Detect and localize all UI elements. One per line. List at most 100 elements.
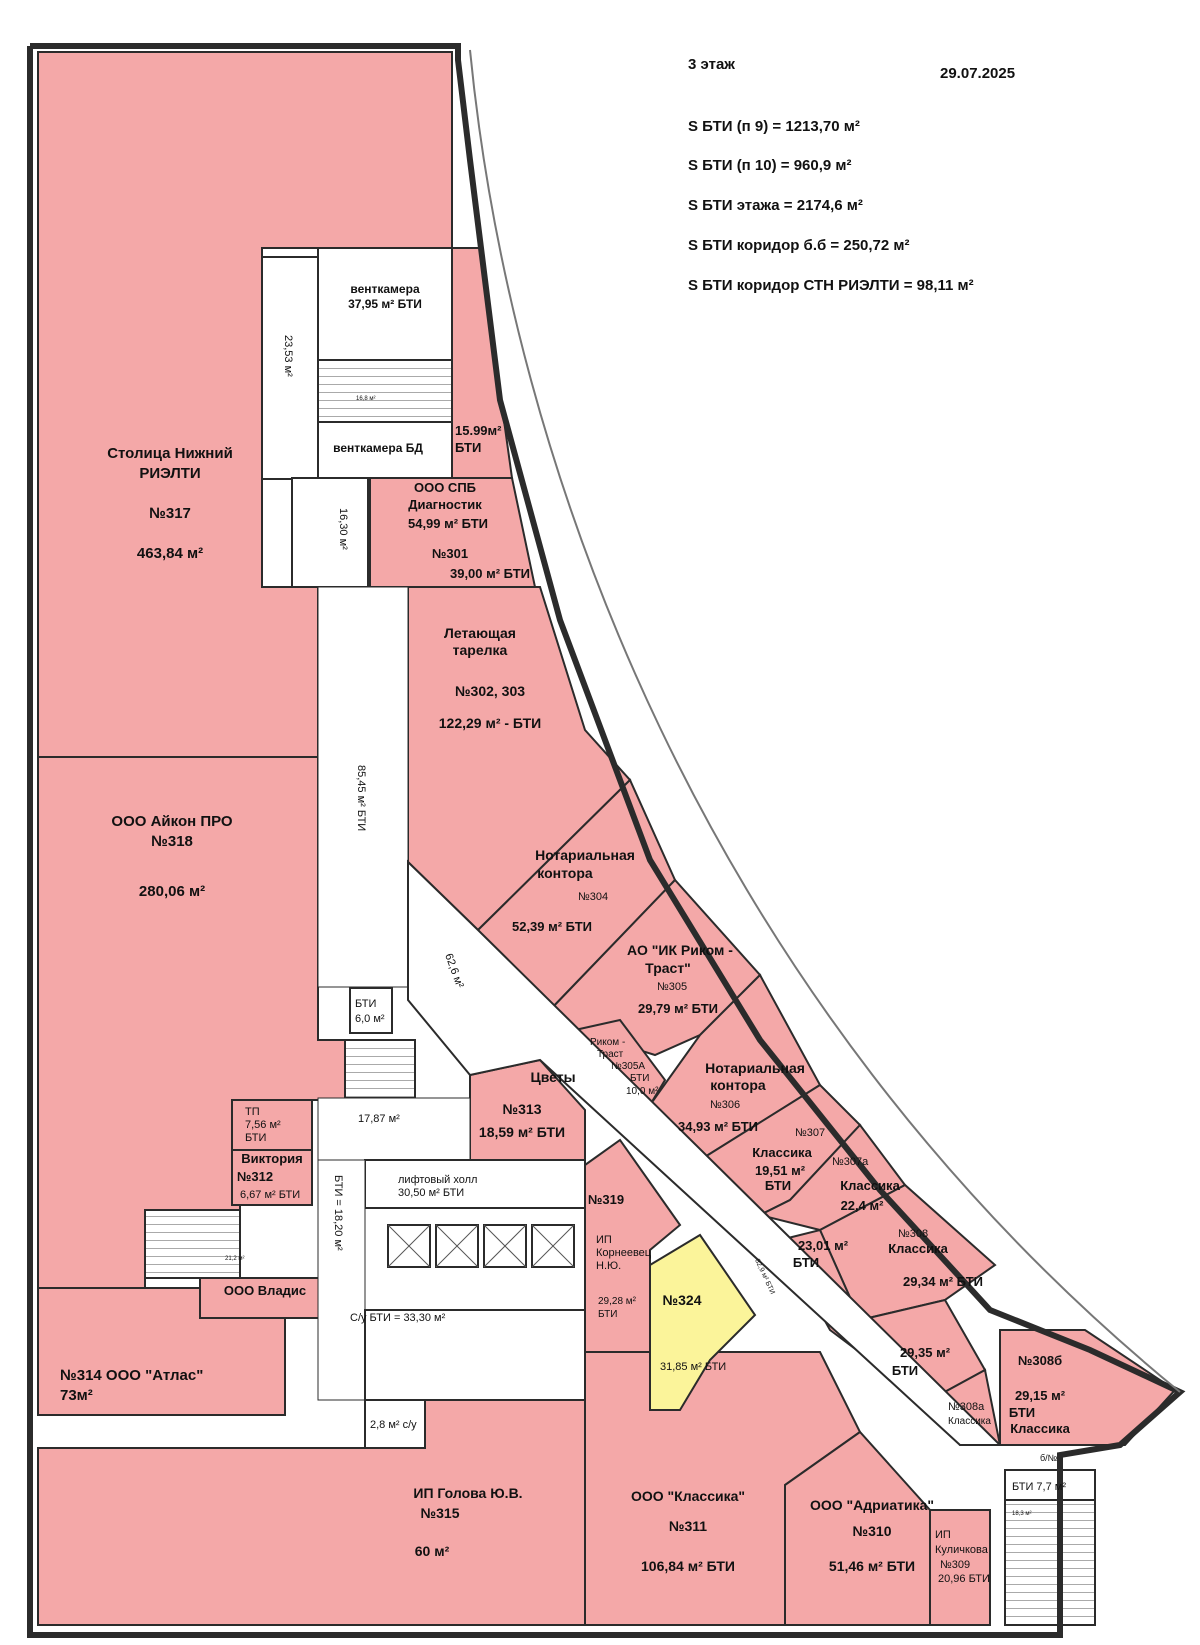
r310-name: ООО "Адриатика" (810, 1497, 934, 1513)
plan-date: 29.07.2025 (940, 65, 1016, 82)
r301-area: 54,99 м² БТИ (408, 516, 488, 531)
r324-area: 31,85 м² БТИ (660, 1361, 726, 1373)
stair-left (144, 1209, 241, 1279)
corridor-829 (407, 859, 1003, 1446)
area-line-5: S БТИ коридор СТН РИЭЛТИ = 98,11 м² (688, 277, 974, 294)
r308-lower-area: 23,01 м² (798, 1238, 849, 1253)
r308-num: №308 (898, 1228, 928, 1240)
vladis-name: ООО Владис (224, 1283, 306, 1298)
vent2-name: венткамера БД (333, 441, 423, 455)
r305-name2: Траст" (645, 960, 691, 976)
r302-area: 122,29 м² - БТИ (439, 715, 542, 731)
r306-num: №306 (710, 1099, 740, 1111)
r307a-num: №307а (832, 1156, 869, 1168)
r309-name: ИП (935, 1529, 951, 1541)
s1-label: 16,8 м² (356, 396, 375, 402)
vent-chamber (317, 247, 453, 361)
r313-area: 18,59 м² БТИ (479, 1124, 565, 1140)
r311-area: 106,84 м² БТИ (641, 1558, 735, 1574)
r305-name: АО "ИК Риком - (627, 942, 733, 958)
bti77-name: БТИ 7,7 м² (1012, 1481, 1066, 1493)
r307-area2: БТИ (765, 1178, 791, 1193)
stair-top (317, 359, 453, 423)
wc-28 (364, 1399, 426, 1449)
r324-num: №324 (663, 1292, 702, 1308)
r301-num: №301 (432, 546, 468, 561)
lift-hall (364, 1159, 586, 1209)
r308b-area-main: 29,15 м² (1015, 1388, 1066, 1403)
r308b-name: Классика (1010, 1421, 1070, 1436)
r319-name3: Н.Ю. (596, 1260, 621, 1272)
r301-name: ООО СПБ (414, 480, 476, 495)
r308b-area: 29,35 м² (900, 1345, 951, 1360)
vent1-area: 37,95 м² БТИ (348, 297, 422, 311)
r319-area2: БТИ (598, 1309, 617, 1320)
r305-num: №305 (657, 981, 687, 993)
r307a-area: 22,4 м² (841, 1198, 885, 1213)
bb-name: б/№ (1040, 1453, 1058, 1463)
corridor-1630 (291, 477, 369, 588)
corridor-1820 (317, 1159, 366, 1401)
r310-num: №310 (853, 1523, 892, 1539)
room-315[interactable] (37, 1399, 586, 1626)
r305a-area2: 10,0 м² (626, 1086, 659, 1097)
r311-num: №311 (669, 1518, 707, 1534)
room-324[interactable] (649, 1233, 757, 1411)
r1599-area2: БТИ (455, 440, 481, 455)
r317-name2: РИЭЛТИ (139, 465, 200, 482)
r307-area: 19,51 м² (755, 1163, 806, 1178)
c2353-label: 23,53 м² (282, 335, 294, 377)
c1630-label: 16,30 м² (337, 508, 349, 550)
floor-label: 3 этаж (688, 56, 735, 73)
tp-name: ТП (245, 1106, 260, 1118)
r1599-area: 15.99м² (455, 423, 502, 438)
bti6-name: БТИ (355, 998, 376, 1010)
area-line-2: S БТИ (п 10) = 960,9 м² (688, 157, 852, 174)
bti-6 (349, 987, 393, 1034)
r308-lower-area2: БТИ (793, 1255, 819, 1270)
r317-area: 463,84 м² (137, 545, 203, 562)
r310-area-ip-label: лифтовый холл (398, 1174, 477, 1186)
r311-name: ООО "Классика" (631, 1488, 745, 1504)
room-312[interactable] (231, 1149, 313, 1206)
r305a-name2: Траст (597, 1049, 624, 1060)
stair-right (1004, 1499, 1096, 1626)
r310-area: 51,46 м² БТИ (829, 1558, 915, 1574)
area-line-4: S БТИ коридор б.б = 250,72 м² (688, 237, 910, 254)
s2-label: 21,2 м² (225, 1256, 244, 1262)
vent1-name: венткамера (350, 282, 420, 296)
room-vladis[interactable] (199, 1277, 331, 1319)
r302-num: №302, 303 (455, 683, 525, 699)
r314-name: №314 ООО "Атлас" (60, 1367, 203, 1384)
r307-num: №307 (795, 1127, 825, 1139)
r319-num: №319 (588, 1192, 624, 1207)
wc2-label: 2,8 м² с/у (370, 1419, 417, 1431)
r313-num: №313 (503, 1101, 542, 1117)
r318-name: ООО Айкон ПРО (111, 813, 233, 830)
vent-chamber-bd (317, 421, 453, 479)
r319-area: 29,28 м² (598, 1296, 637, 1307)
wc-label: С/у БТИ = 33,30 м² (350, 1312, 446, 1324)
r305a-num: №305А (611, 1061, 645, 1072)
r308b-area2-main: БТИ (1009, 1405, 1035, 1420)
r306-name2: контора (710, 1077, 766, 1093)
corridor-1787 (317, 1097, 471, 1161)
r315-name: ИП Голова Ю.В. (413, 1485, 522, 1501)
r319-name2: Корнеевец (596, 1247, 652, 1259)
room-309[interactable] (929, 1509, 991, 1626)
room-tp[interactable] (231, 1099, 313, 1151)
r309-name2: Куличкова (935, 1544, 989, 1556)
lift-area: 30,50 м² БТИ (398, 1187, 464, 1199)
r304-name: Нотариальная (535, 847, 635, 863)
r306-name: Нотариальная (705, 1060, 805, 1076)
r307-name: Классика (752, 1145, 812, 1160)
c1820-label: БТИ = 18,20 м² (332, 1175, 344, 1251)
r309-num: №309 (940, 1559, 970, 1571)
r306-area: 34,93 м² БТИ (678, 1119, 758, 1134)
r319-name: ИП (596, 1234, 612, 1246)
area-line-3: S БТИ этажа = 2174,6 м² (688, 197, 863, 214)
tp-area: 7,56 м² (245, 1119, 281, 1131)
r302-name2: тарелка (453, 642, 508, 658)
r304-num: №304 (578, 891, 608, 903)
r315-area: 60 м² (415, 1543, 450, 1559)
